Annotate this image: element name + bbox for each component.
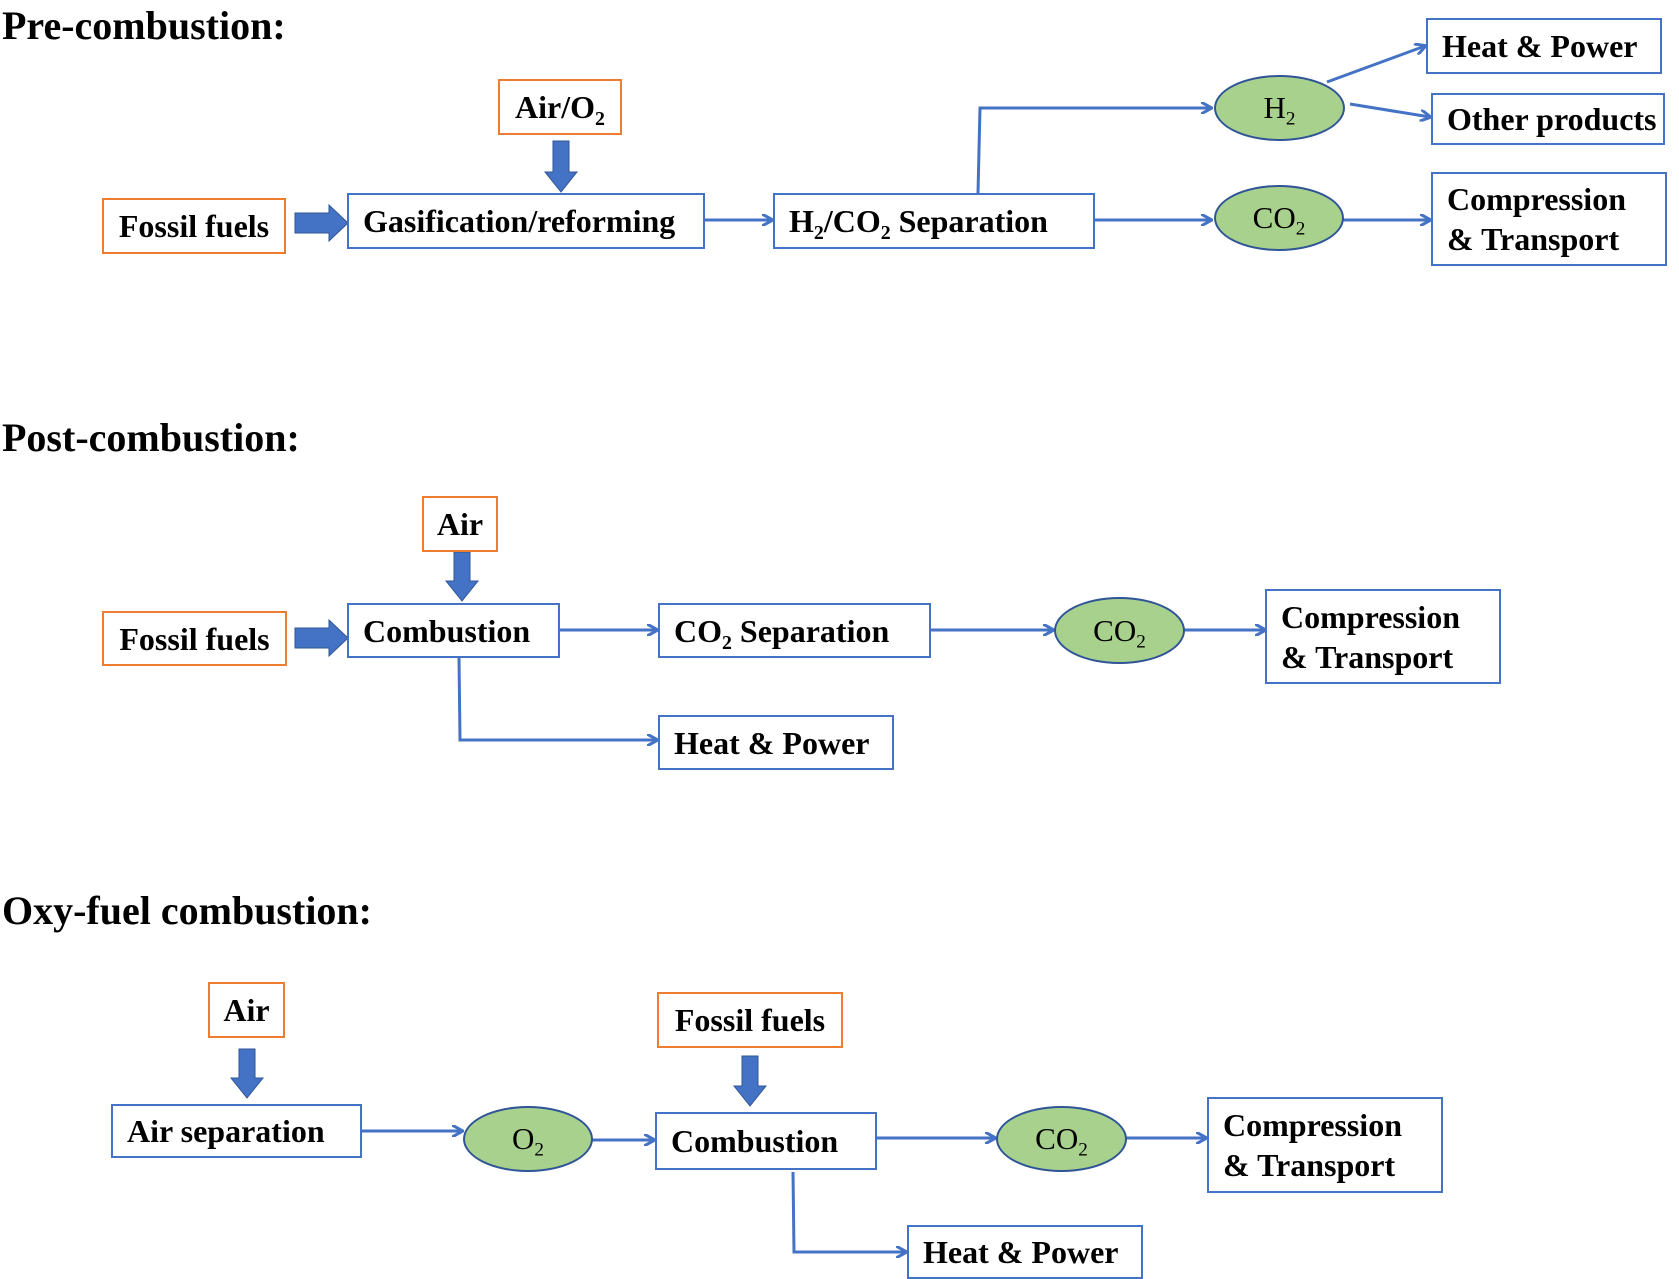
pre-gasification-box: Gasification/reforming xyxy=(347,193,705,249)
post-combustion-heading: Post-combustion: xyxy=(2,415,300,460)
oxy-air-label: Air xyxy=(223,992,270,1028)
block-arrow-pre-air xyxy=(543,140,579,193)
oxy-air-separation-box: Air separation xyxy=(111,1104,362,1158)
pre-compression-transport-box: Compression & Transport xyxy=(1431,172,1667,266)
post-compression-transport-box: Compression & Transport xyxy=(1265,589,1501,684)
post-heat-power-label: Heat & Power xyxy=(674,724,870,761)
post-air-box: Air xyxy=(422,496,498,552)
pre-h2-label: H2 xyxy=(1263,90,1296,130)
oxy-combustion-box: Combustion xyxy=(655,1112,877,1170)
pre-compression-line2: & Transport xyxy=(1447,221,1620,257)
pre-co2-label: CO2 xyxy=(1252,200,1306,240)
pre-separation-label: H2/CO2 Separation xyxy=(789,203,1048,244)
oxy-compression-transport-box: Compression & Transport xyxy=(1207,1097,1443,1193)
block-arrow-post-fuel xyxy=(294,618,349,658)
pre-air-o2-box: Air/O2 xyxy=(498,79,622,135)
oxy-o2-product: O2 xyxy=(463,1106,593,1172)
pre-gasification-label: Gasification/reforming xyxy=(363,203,676,239)
pre-fossil-fuels-box: Fossil fuels xyxy=(102,198,286,254)
oxy-o2-label: O2 xyxy=(512,1121,544,1161)
post-co2-product: CO2 xyxy=(1054,597,1185,664)
oxy-fossil-fuels-label: Fossil fuels xyxy=(674,1002,826,1038)
oxy-combustion-label: Combustion xyxy=(671,1123,839,1159)
pre-other-products-box: Other products xyxy=(1431,93,1665,145)
block-arrow-post-air xyxy=(444,551,480,602)
pre-heat-power-label: Heat & Power xyxy=(1442,28,1638,64)
pre-co2-product: CO2 xyxy=(1214,185,1344,251)
post-co2-label: CO2 xyxy=(1093,612,1146,653)
post-combustion-label: Combustion xyxy=(363,612,531,649)
pre-combustion-heading: Pre-combustion: xyxy=(2,3,286,48)
post-compression-line1: Compression xyxy=(1281,598,1460,635)
post-heat-power-box: Heat & Power xyxy=(658,715,894,770)
block-arrow-pre-fuel xyxy=(294,203,349,243)
post-separation-label: CO2 Separation xyxy=(674,612,890,654)
pre-compression-line1: Compression xyxy=(1447,181,1626,217)
post-compression-line2: & Transport xyxy=(1281,638,1454,675)
oxy-compression-line2: & Transport xyxy=(1223,1147,1396,1183)
post-air-label: Air xyxy=(436,506,484,542)
pre-h2-product: H2 xyxy=(1214,75,1345,141)
oxy-fuel-heading: Oxy-fuel combustion: xyxy=(2,888,372,933)
block-arrow-oxy-fuel xyxy=(732,1055,768,1107)
pre-separation-box: H2/CO2 Separation xyxy=(773,193,1095,249)
block-arrow-oxy-air xyxy=(229,1048,265,1099)
pre-heat-power-box: Heat & Power xyxy=(1426,18,1662,74)
oxy-air-separation-label: Air separation xyxy=(127,1113,325,1149)
oxy-co2-product: CO2 xyxy=(996,1106,1127,1172)
oxy-fossil-fuels-box: Fossil fuels xyxy=(657,992,843,1048)
pre-fossil-fuels-label: Fossil fuels xyxy=(118,208,270,244)
oxy-heat-power-box: Heat & Power xyxy=(907,1225,1143,1279)
post-fossil-fuels-label: Fossil fuels xyxy=(119,620,270,657)
post-combustion-box: Combustion xyxy=(347,603,560,658)
pre-other-products-label: Other products xyxy=(1447,101,1657,137)
oxy-air-box: Air xyxy=(208,982,285,1038)
oxy-compression-line1: Compression xyxy=(1223,1107,1402,1143)
post-separation-box: CO2 Separation xyxy=(658,603,931,658)
pre-air-o2-label: Air/O2 xyxy=(515,89,605,130)
oxy-co2-label: CO2 xyxy=(1035,1121,1088,1161)
oxy-heat-power-label: Heat & Power xyxy=(923,1234,1119,1270)
post-fossil-fuels-box: Fossil fuels xyxy=(102,611,287,666)
